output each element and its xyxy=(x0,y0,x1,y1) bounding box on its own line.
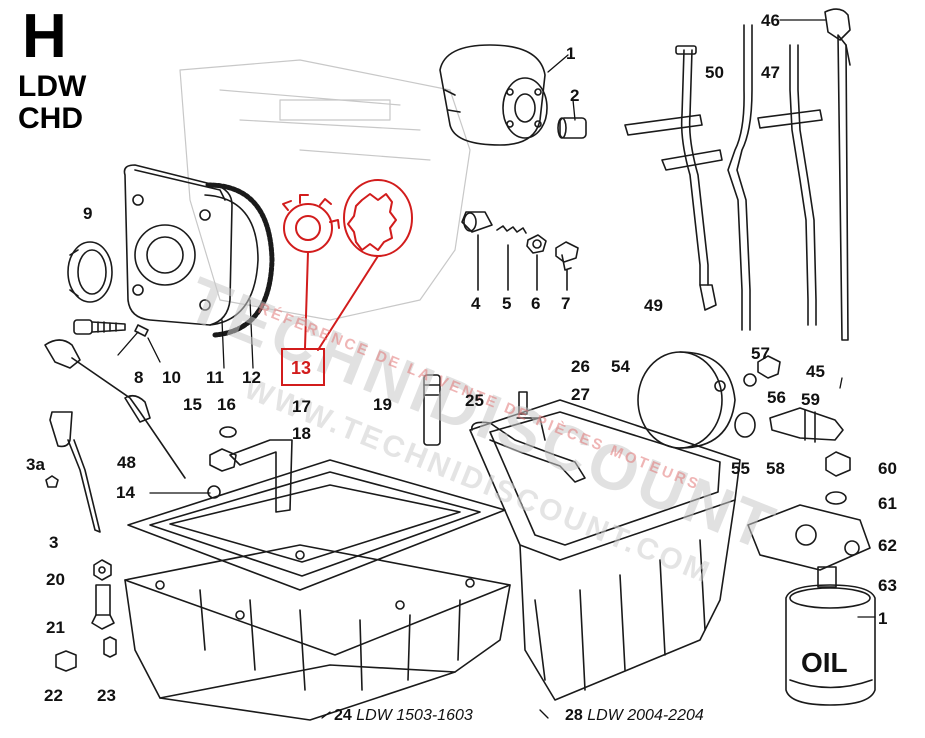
part-label-27[interactable]: 27 xyxy=(571,385,590,404)
pump-gears xyxy=(282,179,413,351)
leader-lines xyxy=(117,19,876,719)
part-label-61[interactable]: 61 xyxy=(878,494,897,513)
part-label-18[interactable]: 18 xyxy=(292,424,311,443)
oil-pipe-26 xyxy=(471,391,586,483)
part-label-63[interactable]: 63 xyxy=(878,576,897,595)
caption-pan-ldw1503: 24 LDW 1503-1603 xyxy=(334,707,473,725)
model-line-2: CHD xyxy=(18,102,83,135)
part-label-25[interactable]: 25 xyxy=(465,391,484,410)
nipple-60 xyxy=(825,451,851,477)
part-label-4[interactable]: 4 xyxy=(471,294,481,313)
union-59 xyxy=(769,407,844,443)
part-label-50[interactable]: 50 xyxy=(705,63,724,82)
part-label-7[interactable]: 7 xyxy=(561,294,571,313)
part-label-19[interactable]: 19 xyxy=(373,395,392,414)
oil-seal xyxy=(67,241,113,303)
washer-56 xyxy=(743,373,757,387)
part-label-47[interactable]: 47 xyxy=(761,63,780,82)
oil-pump-cover xyxy=(123,164,233,326)
part-label-9[interactable]: 9 xyxy=(83,204,93,223)
part-label-62[interactable]: 62 xyxy=(878,536,897,555)
screw-8 xyxy=(73,319,126,335)
part-label-15[interactable]: 15 xyxy=(183,395,202,414)
oil-pickup-17 xyxy=(207,426,293,513)
part-label-6[interactable]: 6 xyxy=(531,294,541,313)
highlight-box xyxy=(281,348,325,386)
part-label-13[interactable]: 13 xyxy=(291,358,312,378)
caption-model-24: LDW 1503-1603 xyxy=(356,707,473,724)
engine-block-outline xyxy=(179,59,471,321)
filter-cover-54 xyxy=(637,351,736,449)
part-label-14[interactable]: 14 xyxy=(116,483,135,502)
caption-num-24[interactable]: 24 xyxy=(334,707,352,724)
part-label-49[interactable]: 49 xyxy=(644,296,663,315)
oil-pan-ldw2004 xyxy=(469,399,741,701)
part-label-48[interactable]: 48 xyxy=(117,453,136,472)
part-label-45[interactable]: 45 xyxy=(806,362,825,381)
oil-pan-ldw1503 xyxy=(124,459,511,721)
part-label-8[interactable]: 8 xyxy=(134,368,144,387)
caption-pan-ldw2004: 28 LDW 2004-2204 xyxy=(565,707,704,725)
filter-head-62 xyxy=(747,504,871,571)
part-label-5[interactable]: 5 xyxy=(502,294,512,313)
relief-valve-parts xyxy=(461,211,579,291)
pin-10 xyxy=(134,324,149,337)
part-label-3[interactable]: 3 xyxy=(49,533,59,552)
part-label-21[interactable]: 21 xyxy=(46,618,65,637)
washer-61 xyxy=(825,491,847,505)
part-label-54[interactable]: 54 xyxy=(611,357,630,376)
stud-19 xyxy=(423,374,441,446)
dipstick-left xyxy=(44,339,186,533)
part-label-22[interactable]: 22 xyxy=(44,686,63,705)
oil-filter-label: OIL xyxy=(801,647,848,678)
part-label-1-bottom[interactable]: 1 xyxy=(878,609,888,628)
part-label-55[interactable]: 55 xyxy=(731,459,750,478)
part-label-1[interactable]: 1 xyxy=(566,44,576,63)
part-label-17[interactable]: 17 xyxy=(292,397,311,416)
part-label-11[interactable]: 11 xyxy=(206,368,224,387)
oil-filter-bottom xyxy=(785,584,876,706)
plug-57 xyxy=(757,355,781,379)
part-label-56[interactable]: 56 xyxy=(767,388,786,407)
part-label-2[interactable]: 2 xyxy=(570,86,580,105)
part-label-57[interactable]: 57 xyxy=(751,344,770,363)
seal-55 xyxy=(734,412,756,438)
part-label-46[interactable]: 46 xyxy=(761,11,780,30)
dipstick-tubes xyxy=(624,8,851,341)
model-line-1: LDW xyxy=(18,70,87,103)
section-letter: H xyxy=(22,2,67,71)
part-label-12[interactable]: 12 xyxy=(242,368,261,387)
caption-num-28[interactable]: 28 xyxy=(565,707,583,724)
part-label-59[interactable]: 59 xyxy=(801,390,820,409)
part-label-58[interactable]: 58 xyxy=(766,459,785,478)
nipple-63 xyxy=(817,566,837,588)
part-label-60[interactable]: 60 xyxy=(878,459,897,478)
bolts-20-23 xyxy=(55,559,117,672)
part-label-16[interactable]: 16 xyxy=(217,395,236,414)
caption-model-28: LDW 2004-2204 xyxy=(587,707,704,724)
part-label-26[interactable]: 26 xyxy=(571,357,590,376)
part-label-23[interactable]: 23 xyxy=(97,686,116,705)
fitting-2 xyxy=(557,117,587,139)
part-label-20[interactable]: 20 xyxy=(46,570,65,589)
part-label-10[interactable]: 10 xyxy=(162,368,181,387)
oil-filter-top xyxy=(439,44,548,146)
part-label-3a[interactable]: 3a xyxy=(26,455,45,474)
gear-ring xyxy=(204,182,275,338)
